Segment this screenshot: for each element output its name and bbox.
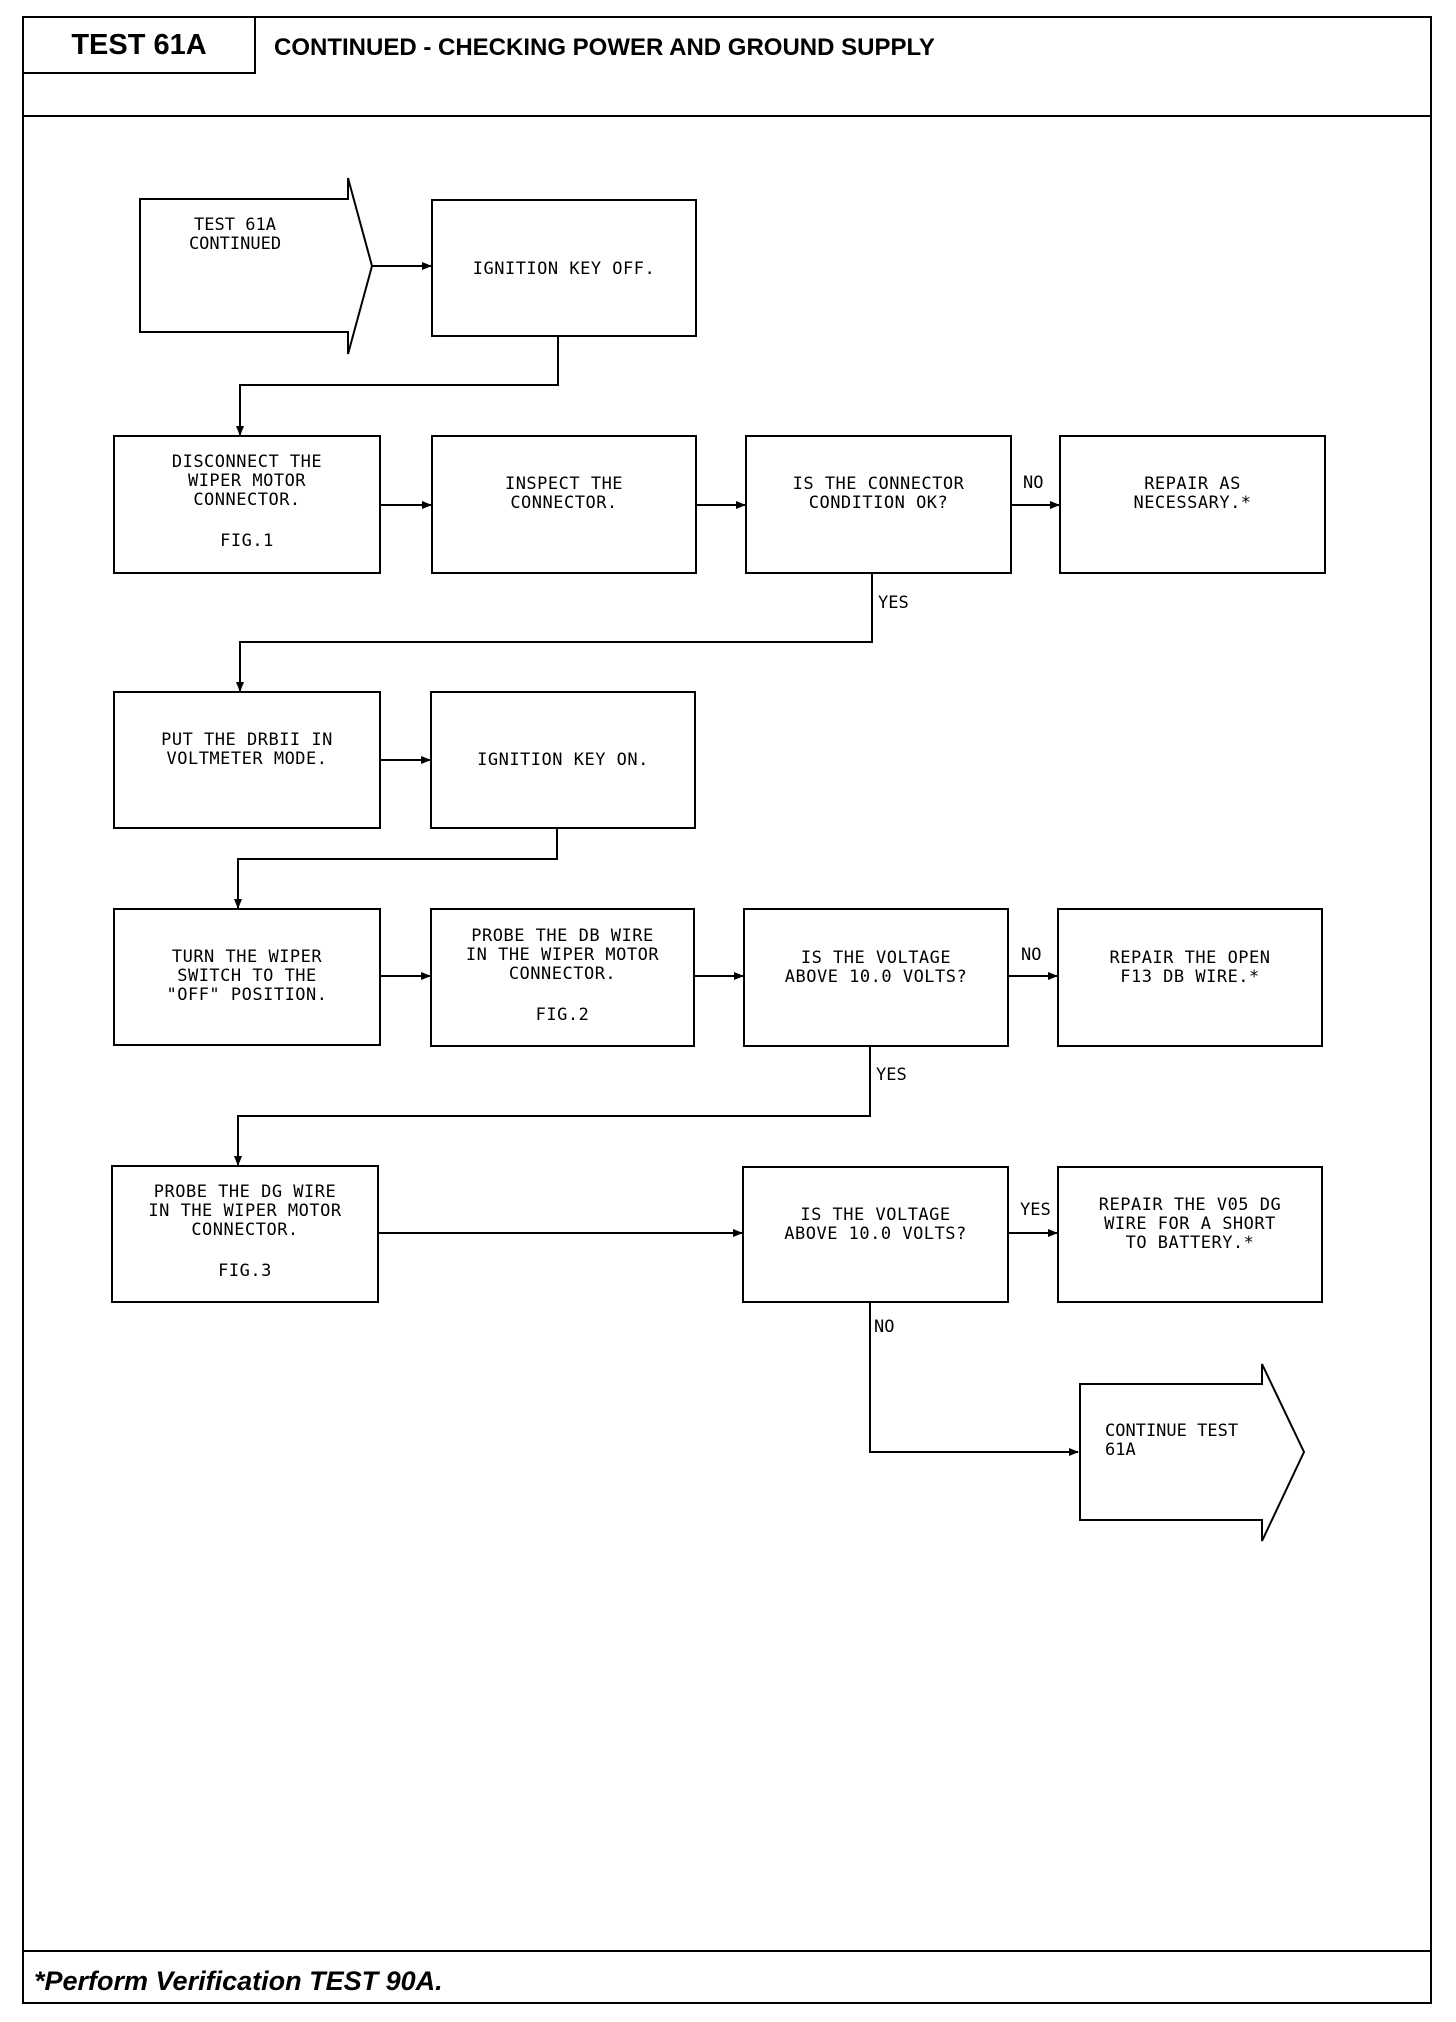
fig-3-reference: FIG.3 xyxy=(218,1261,272,1281)
header-divider xyxy=(24,115,1430,117)
verification-footnote: *Perform Verification TEST 90A. xyxy=(34,1966,443,1996)
continue-arrow-shape xyxy=(1079,1363,1306,1542)
voltage-check-2-text: IS THE VOLTAGE ABOVE 10.0 VOLTS? xyxy=(784,1205,967,1244)
disconnect-connector-text: DISCONNECT THE WIPER MOTOR CONNECTOR. xyxy=(171,452,323,510)
ignition-off-step: IGNITION KEY OFF. xyxy=(431,199,697,337)
ignition-off-text: IGNITION KEY OFF. xyxy=(472,259,656,279)
branch-no-label: NO xyxy=(874,1317,895,1337)
repair-open-wire-step: REPAIR THE OPEN F13 DB WIRE.* xyxy=(1057,908,1323,1047)
branch-no-label: NO xyxy=(1023,473,1044,493)
repair-short-step: REPAIR THE V05 DG WIRE FOR A SHORT TO BA… xyxy=(1057,1166,1323,1303)
test-id-label: TEST 61A xyxy=(24,18,256,74)
page-title: CONTINUED - CHECKING POWER AND GROUND SU… xyxy=(274,34,935,61)
repair-as-necessary-step: REPAIR AS NECESSARY.* xyxy=(1059,435,1326,574)
voltage-check-2-decision: IS THE VOLTAGE ABOVE 10.0 VOLTS? xyxy=(742,1166,1009,1303)
connector-ok-text: IS THE CONNECTOR CONDITION OK? xyxy=(792,474,965,513)
probe-db-wire-step: PROBE THE DB WIRE IN THE WIPER MOTOR CON… xyxy=(430,908,695,1047)
probe-dg-wire-step: PROBE THE DG WIRE IN THE WIPER MOTOR CON… xyxy=(111,1165,379,1303)
footer-divider xyxy=(24,1950,1430,1952)
wiper-off-text: TURN THE WIPER SWITCH TO THE "OFF" POSIT… xyxy=(166,947,328,1005)
inspect-connector-step: INSPECT THE CONNECTOR. xyxy=(431,435,697,574)
fig-2-reference: FIG.2 xyxy=(535,1005,590,1025)
inspect-connector-text: INSPECT THE CONNECTOR. xyxy=(504,474,624,513)
wiper-off-step: TURN THE WIPER SWITCH TO THE "OFF" POSIT… xyxy=(113,908,381,1046)
probe-dg-wire-text: PROBE THE DG WIRE IN THE WIPER MOTOR CON… xyxy=(148,1182,342,1240)
branch-yes-label: YES xyxy=(878,593,909,613)
probe-db-wire-text: PROBE THE DB WIRE IN THE WIPER MOTOR CON… xyxy=(465,926,660,984)
branch-yes-label: YES xyxy=(876,1065,907,1085)
voltage-check-1-decision: IS THE VOLTAGE ABOVE 10.0 VOLTS? xyxy=(743,908,1009,1047)
ignition-on-step: IGNITION KEY ON. xyxy=(430,691,696,829)
disconnect-connector-step: DISCONNECT THE WIPER MOTOR CONNECTOR. FI… xyxy=(113,435,381,574)
start-test-label: TEST 61A CONTINUED xyxy=(188,215,282,254)
drbii-voltmeter-step: PUT THE DRBII IN VOLTMETER MODE. xyxy=(113,691,381,829)
continue-test-label: CONTINUE TEST 61A xyxy=(1105,1421,1239,1460)
branch-yes-label: YES xyxy=(1020,1200,1051,1220)
ignition-on-text: IGNITION KEY ON. xyxy=(477,750,649,770)
drbii-voltmeter-text: PUT THE DRBII IN VOLTMETER MODE. xyxy=(161,730,333,769)
connector-ok-decision: IS THE CONNECTOR CONDITION OK? xyxy=(745,435,1012,574)
repair-as-necessary-text: REPAIR AS NECESSARY.* xyxy=(1133,474,1252,513)
voltage-check-1-text: IS THE VOLTAGE ABOVE 10.0 VOLTS? xyxy=(784,948,968,987)
fig-1-reference: FIG.1 xyxy=(220,531,274,551)
repair-short-text: REPAIR THE V05 DG WIRE FOR A SHORT TO BA… xyxy=(1098,1195,1282,1253)
repair-open-wire-text: REPAIR THE OPEN F13 DB WIRE.* xyxy=(1109,948,1271,987)
start-arrow-shape xyxy=(139,177,374,355)
branch-no-label: NO xyxy=(1021,945,1042,965)
page-frame xyxy=(22,16,1432,2004)
